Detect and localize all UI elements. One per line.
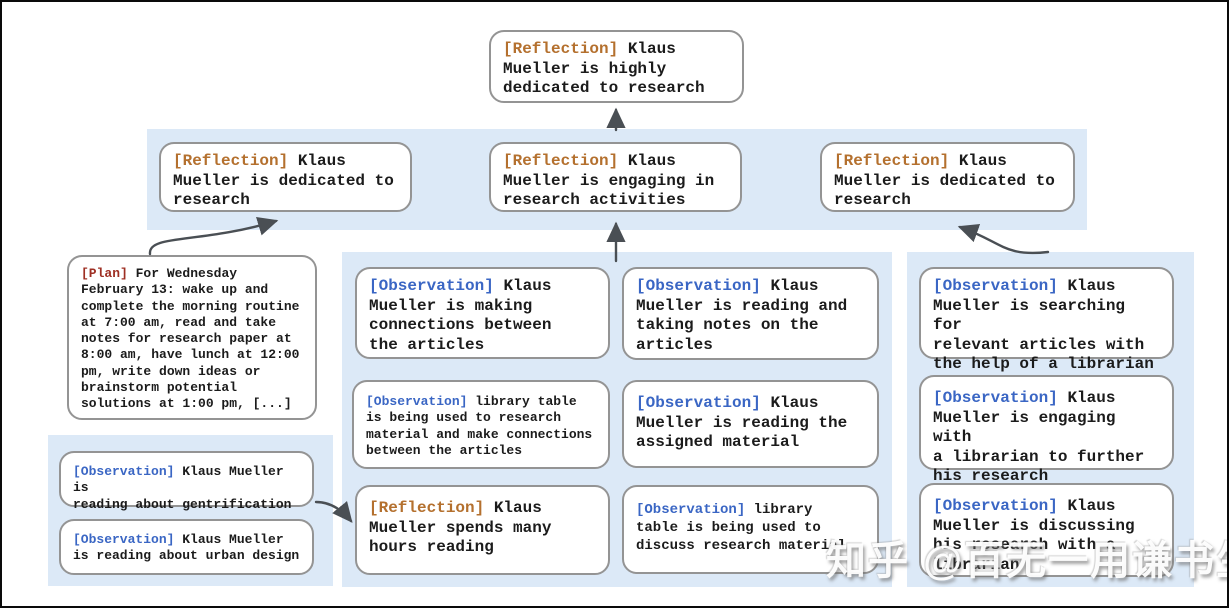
zhihu-watermark: 知乎 @百无一用谦书生	[826, 539, 1229, 583]
node-text: For Wednesday February 13: wake up and c…	[81, 266, 300, 411]
node-observation-assigned-material: [Observation] Klaus Mueller is reading t…	[622, 380, 879, 468]
node-text: Klaus Mueller is reading about gentrific…	[73, 464, 292, 512]
node-observation-discussing-librarian: [Observation] Klaus Mueller is discussin…	[919, 483, 1174, 577]
node-reflection-row2-center: [Reflection] Klaus Mueller is engaging i…	[489, 142, 742, 212]
node-observation-taking-notes: [Observation] Klaus Mueller is reading a…	[622, 267, 879, 360]
observation-tag: [Observation]	[73, 464, 175, 479]
node-text: Klaus Mueller is reading the assigned ma…	[636, 394, 848, 452]
node-text: Klaus Mueller is dedicated to research	[173, 152, 394, 210]
node-text: Klaus Mueller is reading and taking note…	[636, 277, 848, 354]
node-text: Klaus Mueller is highly dedicated to res…	[503, 40, 705, 98]
reflection-tag: [Reflection]	[173, 152, 289, 170]
node-text: Klaus Mueller is searching for relevant …	[933, 277, 1154, 374]
plan-tag: [Plan]	[81, 266, 128, 281]
observation-tag: [Observation]	[636, 502, 746, 518]
node-observation-library-table-discuss: [Observation] library table is being use…	[622, 485, 879, 574]
node-text: Klaus Mueller is making connections betw…	[369, 277, 552, 354]
node-text: Klaus Mueller is engaging in research ac…	[503, 152, 715, 210]
node-text: Klaus Mueller is dedicated to research	[834, 152, 1055, 210]
reflection-tag: [Reflection]	[369, 499, 485, 517]
node-observation-urban-design: [Observation] Klaus Mueller is reading a…	[59, 519, 314, 575]
node-reflection-hours-reading: [Reflection] Klaus Mueller spends many h…	[355, 485, 610, 575]
node-text: library table is being used to discuss r…	[636, 502, 847, 555]
reflection-tag: [Reflection]	[503, 152, 619, 170]
node-observation-searching-articles: [Observation] Klaus Mueller is searching…	[919, 267, 1174, 373]
observation-tag: [Observation]	[933, 497, 1058, 515]
node-reflection-row2-left: [Reflection] Klaus Mueller is dedicated …	[159, 142, 412, 212]
observation-tag: [Observation]	[369, 277, 494, 295]
arrow-right-cluster-to-right-reflection	[957, 224, 1050, 255]
node-observation-gentrification: [Observation] Klaus Mueller is reading a…	[59, 451, 314, 512]
observation-tag: [Observation]	[933, 389, 1058, 407]
node-observation-making-connections: [Observation] Klaus Mueller is making co…	[355, 267, 610, 359]
node-observation-library-table-research: [Observation] library table is being use…	[352, 380, 610, 469]
node-text: Klaus Mueller is discussing his research…	[933, 497, 1135, 574]
observation-tag: [Observation]	[73, 532, 175, 547]
node-text: Klaus Mueller is engaging with a librari…	[933, 389, 1145, 486]
node-text: library table is being used to research …	[366, 394, 593, 458]
node-plan: [Plan] For Wednesday February 13: wake u…	[67, 255, 317, 420]
node-reflection-row2-right: [Reflection] Klaus Mueller is dedicated …	[820, 142, 1075, 212]
node-reflection-top: [Reflection] Klaus Mueller is highly ded…	[489, 30, 744, 103]
node-text: Klaus Mueller spends many hours reading	[369, 499, 552, 557]
node-observation-engaging-librarian: [Observation] Klaus Mueller is engaging …	[919, 375, 1174, 485]
observation-tag: [Observation]	[933, 277, 1058, 295]
node-text: Klaus Mueller is reading about urban des…	[73, 532, 300, 564]
reflection-tag: [Reflection]	[503, 40, 619, 58]
observation-tag: [Observation]	[636, 277, 761, 295]
observation-tag: [Observation]	[636, 394, 761, 412]
reflection-tag: [Reflection]	[834, 152, 950, 170]
observation-tag: [Observation]	[366, 394, 468, 409]
